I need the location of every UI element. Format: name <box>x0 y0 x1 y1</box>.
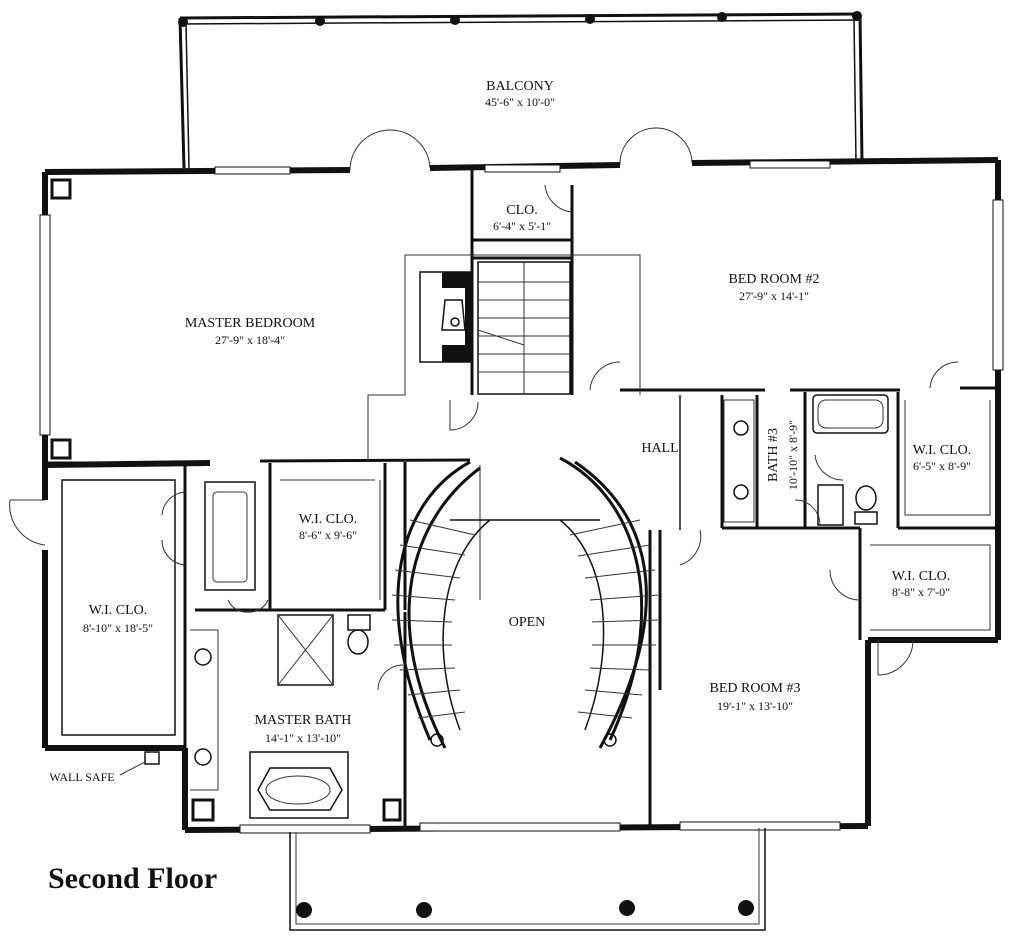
wic-master-center-label: W.I. CLO. 8'-6" x 9'-6" <box>299 512 358 542</box>
balcony-railing <box>178 11 864 169</box>
balcony-name: BALCONY <box>486 79 554 94</box>
bath3-name: BATH #3 <box>766 428 781 482</box>
balcony-label: BALCONY 45'-6" x 10'-0" <box>485 79 555 109</box>
wic-master-left-dims: 8'-10" x 18'-5" <box>83 621 153 635</box>
wic-bed3-name: W.I. CLO. <box>892 569 951 584</box>
exterior-walls <box>42 157 1001 833</box>
curved-stair-right <box>450 456 659 749</box>
bedroom3-name: BED ROOM #3 <box>709 681 800 696</box>
bedroom2-dims: 27'-9" x 14'-1" <box>739 289 809 303</box>
master-bedroom-dims: 27'-9" x 18'-4" <box>215 333 285 347</box>
wall-safe-name: WALL SAFE <box>49 770 114 784</box>
wall-safe-marker <box>119 751 160 776</box>
wic-bed3-dims: 8'-8" x 7'-0" <box>892 585 950 599</box>
wall-safe-label: WALL SAFE <box>49 770 114 784</box>
closet-shelves <box>280 400 991 631</box>
interior-doors[interactable] <box>9 184 959 691</box>
master-bath-label: MASTER BATH 14'-1" x 13'-10" <box>255 713 352 745</box>
bedroom2-name: BED ROOM #2 <box>728 272 819 287</box>
fireplace <box>367 254 641 462</box>
master-bedroom-name: MASTER BEDROOM <box>185 316 316 331</box>
straight-stair <box>477 261 571 395</box>
wic-master-center-dims: 8'-6" x 9'-6" <box>299 528 357 542</box>
bath3-fixtures <box>723 394 889 526</box>
wic-bed2-label: W.I. CLO. 6'-5" x 8'-9" <box>913 443 972 473</box>
wic-master-left-label: W.I. CLO. 8'-10" x 18'-5" <box>83 603 153 635</box>
bedroom3-label: BED ROOM #3 19'-1" x 13'-10" <box>709 681 800 713</box>
wic-master-left-name: W.I. CLO. <box>89 603 148 618</box>
wic-bed2-name: W.I. CLO. <box>913 443 972 458</box>
bath3-dims: 10'-10" x 8'-9" <box>786 420 800 490</box>
curved-stair-left <box>391 460 491 749</box>
bedroom3-dims: 19'-1" x 13'-10" <box>717 699 793 713</box>
hall-label: HALL <box>641 441 678 456</box>
floor-title: Second Floor <box>48 862 217 895</box>
master-bath-name: MASTER BATH <box>255 713 352 728</box>
closet-name: CLO. <box>506 203 538 218</box>
balcony-door-left[interactable] <box>349 129 431 171</box>
closet-dims: 6'-4" x 5'-1" <box>493 219 551 233</box>
master-bath-fixtures <box>190 481 371 819</box>
open-name: OPEN <box>509 615 546 630</box>
balcony-dims: 45'-6" x 10'-0" <box>485 95 555 109</box>
wic-master-center-name: W.I. CLO. <box>299 512 358 527</box>
windows <box>39 160 1004 834</box>
wic-bed2-dims: 6'-5" x 8'-9" <box>913 459 971 473</box>
hall-name: HALL <box>641 441 678 456</box>
open-label: OPEN <box>509 615 546 630</box>
corner-posts <box>50 178 402 822</box>
front-porch <box>289 828 766 931</box>
wic-bed3-label: W.I. CLO. 8'-8" x 7'-0" <box>892 569 951 599</box>
bath3-label: BATH #3 10'-10" x 8'-9" <box>766 420 800 490</box>
master-bath-dims: 14'-1" x 13'-10" <box>265 731 341 745</box>
master-bedroom-label: MASTER BEDROOM 27'-9" x 18'-4" <box>185 316 316 347</box>
interior-walls <box>45 170 998 830</box>
bedroom2-label: BED ROOM #2 27'-9" x 14'-1" <box>728 272 819 303</box>
closet-label: CLO. 6'-4" x 5'-1" <box>493 203 551 233</box>
balcony-door-right[interactable] <box>619 127 693 166</box>
